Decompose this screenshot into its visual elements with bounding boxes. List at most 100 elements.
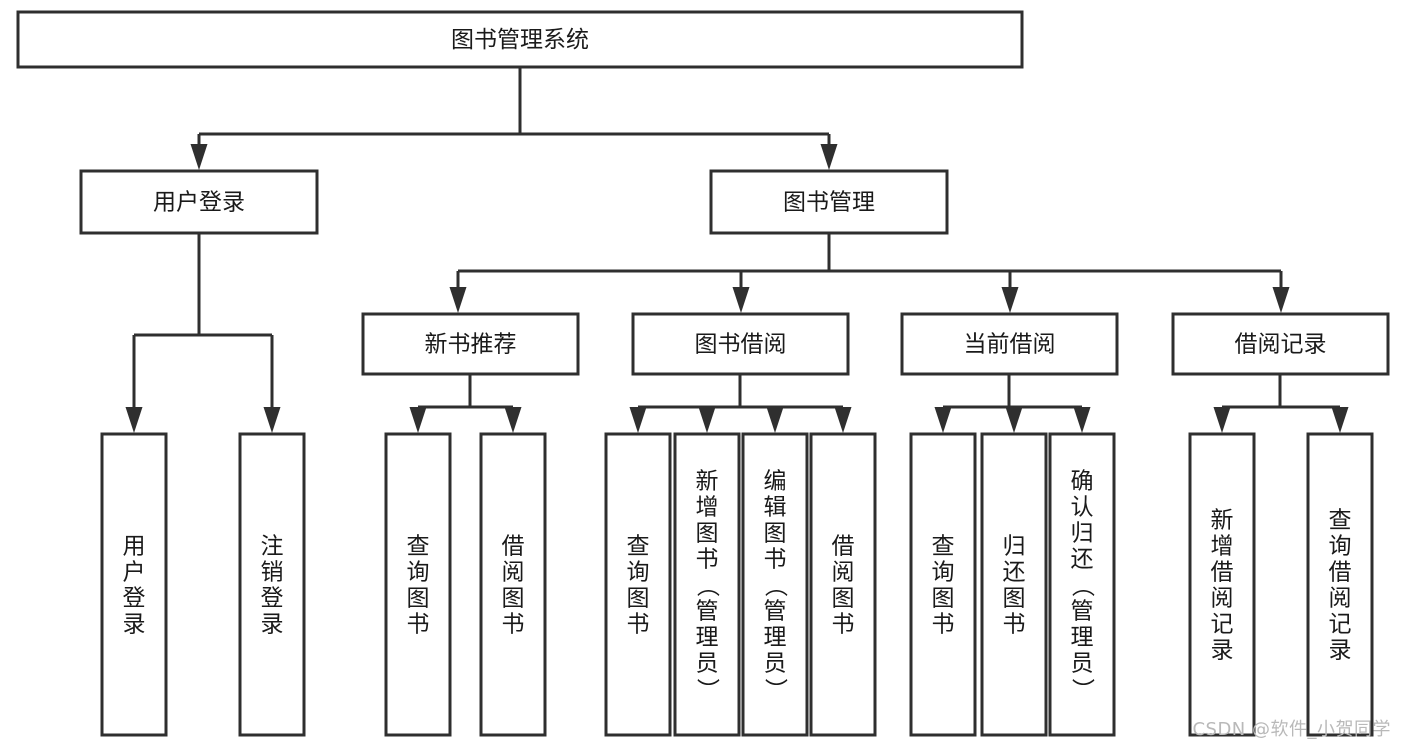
leaf-label-char: 管: [696, 599, 719, 625]
leaf-label-char: 录: [123, 612, 146, 638]
leaf-label-char: 员: [764, 651, 787, 677]
arrow-head-icon: [1073, 407, 1091, 433]
leaf-label-char: 书: [696, 547, 719, 573]
leaf-label-char: 录: [1329, 638, 1352, 664]
node-rect[interactable]: [741, 432, 809, 737]
node-label: 图书管理系统: [451, 27, 589, 53]
leaf-label-char: 书: [832, 612, 855, 638]
node-rect[interactable]: [79, 169, 319, 235]
leaf-label-char: 查: [1329, 508, 1352, 534]
level3-node-新书推荐[interactable]: 新书推荐: [361, 312, 580, 376]
leaf-label-char: 理: [1071, 625, 1094, 651]
node-rect[interactable]: [809, 432, 877, 737]
leaf-label-char: 图: [407, 586, 430, 612]
arrow-head-icon: [820, 144, 838, 170]
node-rect[interactable]: [16, 10, 1024, 69]
arrow-head-icon: [504, 407, 522, 433]
node-label: 用户登录: [153, 190, 245, 216]
leaf-label-char: 记: [1211, 612, 1234, 638]
connector-group: [1213, 374, 1349, 433]
leaf-label-char: 员: [696, 651, 719, 677]
node-rect[interactable]: [709, 169, 949, 235]
leaf-label-char: 图: [1003, 586, 1026, 612]
arrow-head-icon: [1001, 287, 1019, 313]
arrow-head-icon: [449, 287, 467, 313]
leaf-label-char: 询: [1329, 534, 1352, 560]
leaf-label-char: 新: [696, 469, 719, 495]
arrow-head-icon: [834, 407, 852, 433]
leaf-label-char: 户: [123, 560, 146, 586]
level2-node-用户登录[interactable]: 用户登录: [79, 169, 319, 235]
node-label: 当前借阅: [964, 332, 1056, 358]
node-rect[interactable]: [1188, 432, 1256, 737]
leaf-label-char: 查: [407, 534, 430, 560]
node-rect[interactable]: [673, 432, 741, 737]
leaf-label-char: 理: [696, 625, 719, 651]
leaf-label-char: 图: [627, 586, 650, 612]
node-rect[interactable]: [604, 432, 672, 737]
node-rect[interactable]: [361, 312, 580, 376]
node-rect[interactable]: [1171, 312, 1390, 376]
node-rect[interactable]: [900, 312, 1119, 376]
leaf-label-char: 书: [627, 612, 650, 638]
node-rect[interactable]: [909, 432, 977, 737]
leaf-label-char: ）: [1069, 678, 1095, 701]
leaf-label-char: 注: [261, 534, 284, 560]
root-node-图书管理系统[interactable]: 图书管理系统: [16, 10, 1024, 69]
leaf-label-char: 增: [1211, 534, 1234, 560]
level2-node-图书管理[interactable]: 图书管理: [709, 169, 949, 235]
leaf-label-char: 记: [1329, 612, 1352, 638]
leaf-label-char: 询: [932, 560, 955, 586]
leaf-label-char: 阅: [1211, 586, 1234, 612]
leaf-label-char: 图: [502, 586, 525, 612]
leaf-label-char: 录: [1211, 638, 1234, 664]
level3-node-当前借阅[interactable]: 当前借阅: [900, 312, 1119, 376]
leaf-label-char: 理: [764, 625, 787, 651]
leaf-node-用户登录[interactable]: 用户登录: [100, 432, 168, 737]
node-rect[interactable]: [1306, 432, 1374, 737]
arrow-head-icon: [629, 407, 647, 433]
level3-node-借阅记录[interactable]: 借阅记录: [1171, 312, 1390, 376]
node-label: 借阅记录: [1235, 332, 1327, 358]
leaf-label-char: 借: [1211, 560, 1234, 586]
leaf-label-char: 图: [764, 521, 787, 547]
node-rect[interactable]: [980, 432, 1048, 737]
leaf-label-char: 询: [407, 560, 430, 586]
leaf-label-char: 借: [1329, 560, 1352, 586]
leaf-label-char: （: [762, 574, 788, 597]
leaf-label-char: 管: [764, 599, 787, 625]
leaf-label-char: 辑: [764, 495, 787, 521]
arrow-head-icon: [766, 407, 784, 433]
node-rect[interactable]: [238, 432, 306, 737]
node-label: 新书推荐: [425, 332, 517, 358]
leaf-label-char: （: [1069, 574, 1095, 597]
node-layer: 图书管理系统用户登录图书管理新书推荐图书借阅当前借阅借阅记录用户登录注销登录查询…: [16, 10, 1390, 737]
arrow-head-icon: [409, 407, 427, 433]
node-rect[interactable]: [1048, 432, 1116, 737]
leaf-label-char: 阅: [502, 560, 525, 586]
leaf-label-char: 用: [123, 534, 146, 560]
node-rect[interactable]: [479, 432, 547, 737]
leaf-label-char: （: [694, 574, 720, 597]
node-label: 图书借阅: [695, 332, 787, 358]
arrow-head-icon: [698, 407, 716, 433]
leaf-label-char: ）: [762, 678, 788, 701]
node-rect[interactable]: [384, 432, 452, 737]
node-rect[interactable]: [100, 432, 168, 737]
level3-node-图书借阅[interactable]: 图书借阅: [631, 312, 850, 376]
leaf-label-char: 借: [832, 534, 855, 560]
arrow-head-icon: [1331, 407, 1349, 433]
node-rect[interactable]: [631, 312, 850, 376]
